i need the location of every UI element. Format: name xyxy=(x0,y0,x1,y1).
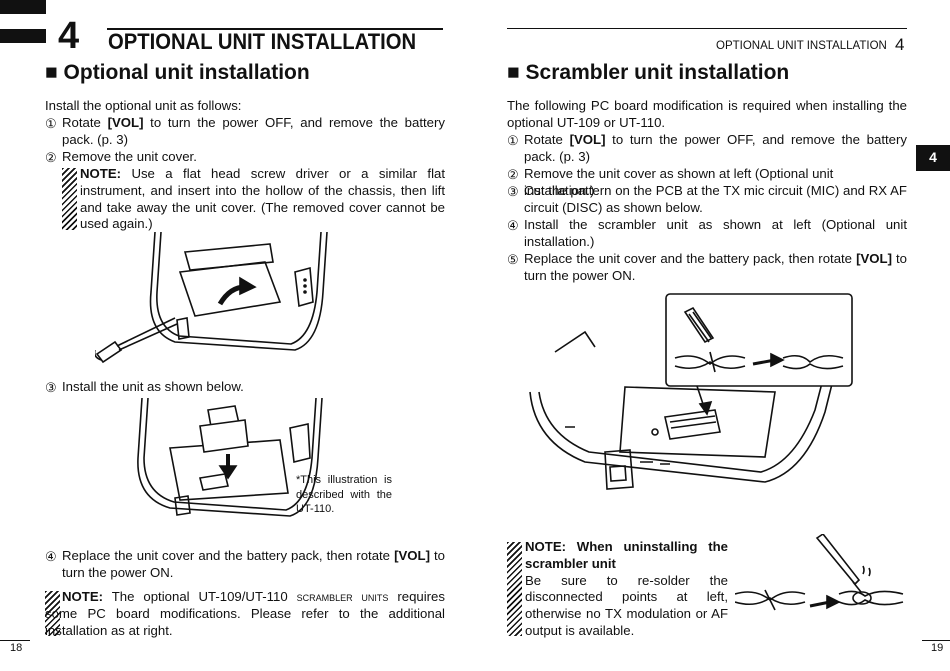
illustration-note: *This illustration is described with the… xyxy=(296,474,392,515)
header-number: 4 xyxy=(895,35,905,54)
step-4: ④ Replace the unit cover and the battery… xyxy=(45,548,445,580)
step-5: ⑤ Replace the unit cover and the battery… xyxy=(507,251,907,283)
unit-install-illustration xyxy=(137,398,323,517)
note-stripes xyxy=(62,168,77,230)
section-title-text: Optional unit installation xyxy=(63,61,310,84)
chapter-number: 4 xyxy=(58,15,80,57)
note-uninstall-text: Be sure to re-solder the disconnected po… xyxy=(525,572,728,638)
section-bullet: ■ xyxy=(507,61,520,84)
note-stripes xyxy=(507,542,522,636)
page-number-rule-right xyxy=(922,640,950,641)
cover-removal-illustration xyxy=(95,232,328,364)
step-1: ① Rotate [VOL] to turn the power OFF, an… xyxy=(45,115,445,147)
note-uninstall: NOTE: When uninstalling the scrambler un… xyxy=(525,539,728,640)
note-stripes xyxy=(45,591,60,636)
note-cover-removal: NOTE: Use a flat head screw driver or a … xyxy=(80,166,445,232)
step-2: ② Remove the unit cover as shown at left… xyxy=(507,166,834,198)
header-rule xyxy=(507,28,907,29)
side-chapter-tab xyxy=(916,145,950,171)
vol-key: [VOL] xyxy=(569,132,606,147)
vol-key: [VOL] xyxy=(856,251,892,266)
intro-text: The following PC board modification is r… xyxy=(507,98,907,130)
corner-tab xyxy=(0,0,46,14)
pcb-cut-illustration xyxy=(529,293,853,490)
section-bullet: ■ xyxy=(45,61,58,84)
header-title: OPTIONAL UNIT INSTALLATION xyxy=(716,40,887,52)
vol-key: [VOL] xyxy=(394,548,430,563)
step-number: ④ xyxy=(45,549,57,564)
note-pcb-modification: NOTE: The optional UT-109/UT-110 scrambl… xyxy=(45,589,445,638)
step-1: ① Rotate [VOL] to turn the power OFF, an… xyxy=(507,132,907,164)
step-3: ③ Install the unit as shown below. xyxy=(45,379,244,395)
step-number: ③ xyxy=(45,380,57,395)
section-title: ■ Optional unit installation xyxy=(45,60,310,86)
note-uninstall-label: NOTE: When uninstalling the scrambler un… xyxy=(525,539,728,571)
page-number-left xyxy=(0,640,30,641)
resolder-illustration xyxy=(735,534,904,611)
intro-text: Install the optional unit as follows: xyxy=(45,98,242,113)
section-title-right: ■ Scrambler unit installation xyxy=(507,60,789,86)
section-title-text: Scrambler unit installation xyxy=(525,61,790,84)
chapter-title: OPTIONAL UNIT INSTALLATION xyxy=(108,29,417,54)
side-tab-number: 4 xyxy=(929,149,937,165)
vol-key: [VOL] xyxy=(107,115,144,130)
step-number: ② xyxy=(45,150,57,165)
page-number: 19 xyxy=(931,642,944,654)
page-number: 18 xyxy=(10,642,23,654)
step-3: ③ Cut the pattern on the PCB at the TX m… xyxy=(507,183,907,215)
corner-tab-2 xyxy=(0,29,46,43)
step-4: ④ Install the scrambler unit as shown at… xyxy=(507,217,907,249)
step-number: ① xyxy=(45,116,57,131)
step-2: ② Remove the unit cover. xyxy=(45,149,197,165)
chapter-rule xyxy=(107,28,443,30)
